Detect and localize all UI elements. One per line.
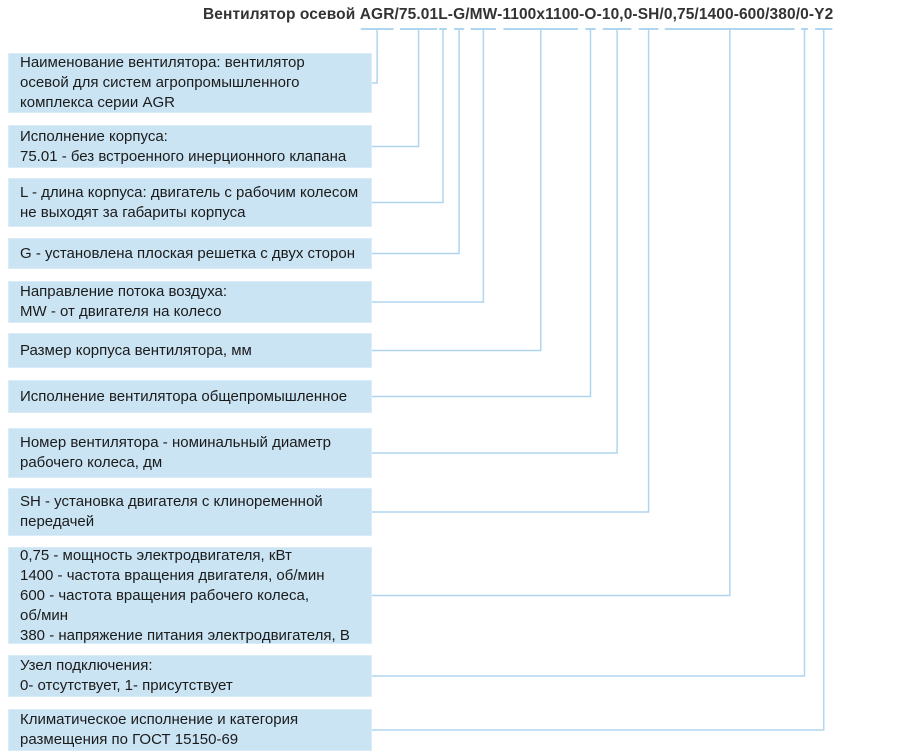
title-separator: / <box>795 6 801 23</box>
title-separator: / <box>659 6 664 23</box>
title-token-10-0: 10,0 <box>601 6 633 23</box>
info-box-housing-length: L - длина корпуса: двигатель с рабочим к… <box>8 178 372 227</box>
info-box-housing-size-line-1: Размер корпуса вентилятора, мм <box>20 341 252 359</box>
title-separator: - <box>632 6 638 23</box>
info-box-housing-version: Исполнение корпуса: 75.01 - без встроенно… <box>8 125 372 168</box>
info-box-connection-unit-line-1: Узел подключения: <box>20 657 153 674</box>
info-box-housing-version-line-1: Исполнение корпуса: <box>20 127 168 145</box>
info-box-motor-parameters-line-3: 600 - частота вращения рабочего колеса, <box>20 586 310 604</box>
connector-line-7 <box>372 30 592 398</box>
info-box-airflow-direction: Направление потока воздуха: MW - от двига… <box>8 281 372 323</box>
connector-line-6 <box>372 30 542 352</box>
connector-line-11 <box>372 30 806 677</box>
title-separator: - <box>497 6 503 23</box>
title-separator: / <box>465 6 470 23</box>
info-box-climatic-category: Климатическое исполнение и категория разм… <box>8 709 372 751</box>
title-token-o: O <box>584 6 597 23</box>
info-box-motor-parameters-line-4: об/мин <box>20 606 69 624</box>
info-box-flat-grille: G - установлена плоская решетка с двух с… <box>8 238 372 269</box>
connector-line-9 <box>372 30 650 513</box>
info-box-connection-unit-line-2: 0- отсутствует, 1- присутствует <box>20 677 233 694</box>
info-box-motor-mounting: SH - установка двигателя с клиноременной… <box>8 488 372 536</box>
info-box-fan-name-line-3: комплекса серии AGR <box>20 94 175 111</box>
title-token-y2: Y2 <box>814 6 834 23</box>
info-box-fan-name-line-2: осевой для систем агропромышленного <box>20 74 300 91</box>
info-box-motor-parameters: 0,75 - мощность электродвигателя, кВт 140… <box>8 547 372 644</box>
info-box-motor-parameters-line-2: 1400 - частота вращения двигателя, об/ми… <box>20 566 325 584</box>
info-box-housing-size: Размер корпуса вентилятора, мм <box>8 333 372 368</box>
info-box-climatic-category-line-2: размещения по ГОСТ 15150-69 <box>20 731 239 748</box>
info-box-housing-version-line-2: 75.01 - без встроенного инерционного кла… <box>20 147 347 165</box>
title-token-0: 0 <box>800 6 809 23</box>
info-box-fan-number-line-1: Номер вентилятора - номинальный диаметр <box>20 434 331 451</box>
fan-designation-title: Вентилятор осевой AGR/75.01L-G/MW-1100x1… <box>203 6 833 24</box>
info-box-flat-grille-line-1: G - установлена плоская решетка с двух с… <box>20 244 355 262</box>
info-box-fan-number: Номер вентилятора - номинальный диаметр р… <box>8 428 372 478</box>
info-box-fan-name-line-1: Наименование вентилятора: вентилятор <box>20 54 305 71</box>
title-separator: / <box>394 6 399 23</box>
info-box-housing-length-line-2: не выходят за габариты корпуса <box>20 203 246 221</box>
connector-line-12 <box>372 30 825 731</box>
connector-line-4 <box>372 30 460 255</box>
title-token-sh: SH <box>637 6 660 23</box>
title-token-l: L <box>438 6 448 23</box>
info-box-motor-mounting-line-2: передачей <box>20 513 95 530</box>
connector-line-1 <box>372 30 378 84</box>
info-box-airflow-direction-line-1: Направление потока воздуха: <box>20 283 228 300</box>
title-separator: - <box>447 6 454 23</box>
info-box-motor-parameters-line-5: 380 - напряжение питания электродвигател… <box>20 626 350 644</box>
title-token-agr: AGR <box>359 6 395 23</box>
info-box-motor-mounting-line-1: SH - установка двигателя с клиноременной <box>20 493 323 510</box>
info-box-fan-number-line-2: рабочего колеса, дм <box>20 454 163 471</box>
info-box-motor-parameters-line-1: 0,75 - мощность электродвигателя, кВт <box>20 546 292 564</box>
title-token-g: G <box>453 6 466 23</box>
connector-line-5 <box>372 30 485 303</box>
title-token-0-75-1400-600-380: 0,75/1400-600/380 <box>663 6 796 23</box>
title-separator: - <box>596 6 602 23</box>
title-separator: - <box>579 6 585 23</box>
connector-line-8 <box>372 30 618 454</box>
info-box-housing-length-line-1: L - длина корпуса: двигатель с рабочим к… <box>20 183 359 201</box>
connector-line-2 <box>372 30 420 148</box>
title-token-mw: MW <box>469 6 498 23</box>
connector-line-3 <box>372 30 444 204</box>
info-box-general-industrial-version-line-1: Исполнение вентилятора общепромышленное <box>20 387 348 405</box>
info-box-general-industrial-version: Исполнение вентилятора общепромышленное <box>8 380 372 413</box>
info-box-airflow-direction-line-2: MW - от двигателя на колесо <box>20 303 222 320</box>
title-token-1100x1100: 1100x1100 <box>502 6 580 23</box>
title-token-75-01: 75.01 <box>398 6 439 23</box>
info-box-connection-unit: Узел подключения: 0- отсутствует, 1- прис… <box>8 655 372 697</box>
connector-line-10 <box>372 30 731 597</box>
info-box-climatic-category-line-1: Климатическое исполнение и категория <box>20 711 299 728</box>
title-prefix: Вентилятор осевой <box>203 6 360 23</box>
info-box-fan-name: Наименование вентилятора: вентилятор осев… <box>8 53 372 113</box>
title-separator: - <box>808 6 815 23</box>
title-tokens: AGR/75.01L-G/MW-1100x1100-O-10,0-SH/0,75… <box>360 6 834 23</box>
